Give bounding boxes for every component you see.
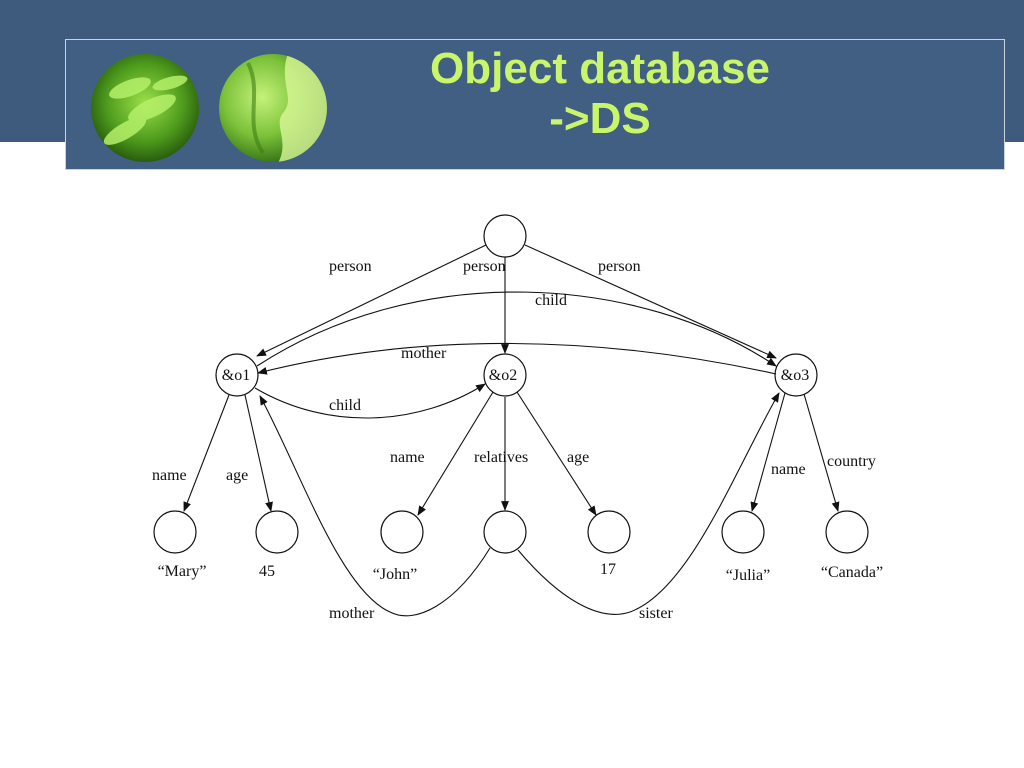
leaf-julia-label: “Julia” [726, 567, 770, 584]
edge-root-o1 [256, 244, 487, 357]
edge-label-country: country [827, 453, 876, 470]
node-o1-label: &o1 [222, 367, 250, 384]
edge-label-o3-name: name [771, 461, 806, 478]
edge-label-person-3: person [598, 258, 641, 275]
title-line-2: ->DS [549, 94, 651, 143]
slide-title: Object database ->DS [330, 44, 870, 144]
edge-label-relatives: relatives [474, 449, 528, 466]
title-line-1: Object database [430, 44, 770, 93]
leaf-node-17 [587, 510, 631, 554]
edge-label-child-top: child [535, 292, 567, 309]
edge-o3-o1-mother [257, 342, 777, 375]
edge-label-mother-top: mother [401, 345, 447, 362]
edge-o2-name [417, 391, 494, 516]
edge-o1-o2-child [254, 383, 486, 419]
relatives-node [483, 510, 527, 554]
edge-label-sister: sister [639, 605, 673, 622]
edge-label-o2-age: age [567, 449, 589, 466]
edge-relatives-sister [517, 392, 780, 615]
node-o3-label: &o3 [781, 367, 809, 384]
root-node [483, 214, 527, 258]
edge-o2-age [516, 391, 597, 516]
leaf-mary-label: “Mary” [158, 563, 207, 580]
leaf-john-label: “John” [373, 566, 417, 583]
edge-o3-o1-child [256, 291, 777, 367]
edge-label-person-2: person [463, 258, 506, 275]
edge-label-o1-name: name [152, 467, 187, 484]
edge-label-mother-bottom: mother [329, 605, 375, 622]
edge-label-child-mid: child [329, 397, 361, 414]
edge-o1-name [183, 394, 230, 512]
edge-label-o1-age: age [226, 467, 248, 484]
edge-o3-name [750, 392, 786, 512]
edge-o3-country [803, 393, 840, 512]
leaf-node-julia [721, 510, 765, 554]
leaf-canada-label: “Canada” [821, 564, 883, 581]
leaf-45-label: 45 [259, 563, 275, 580]
leaf-node-canada [825, 510, 869, 554]
node-o1 [215, 353, 259, 397]
green-leaf-image [91, 54, 199, 162]
edge-label-o2-name: name [390, 449, 425, 466]
node-o2 [483, 353, 527, 397]
edge-o1-age [244, 394, 273, 512]
leaf-17-label: 17 [600, 561, 616, 578]
node-o3 [774, 353, 818, 397]
edge-label-person-1: person [329, 258, 372, 275]
leaf-node-45 [255, 510, 299, 554]
leaf-node-john [380, 510, 424, 554]
edge-relatives-mother [259, 395, 491, 617]
node-o2-label: &o2 [489, 367, 517, 384]
leaf-node-mary [153, 510, 197, 554]
edge-root-o3 [524, 244, 777, 359]
green-leaf-image [219, 54, 327, 162]
